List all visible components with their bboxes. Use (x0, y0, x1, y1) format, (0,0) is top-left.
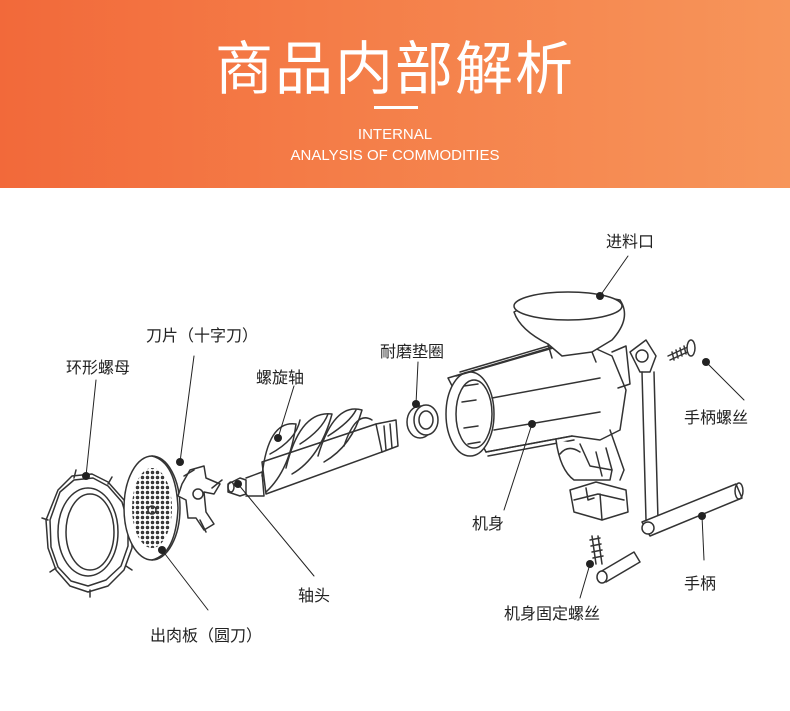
leader-dots (82, 292, 710, 568)
label-handle: 手柄 (684, 574, 717, 593)
shaft-head-part (227, 471, 265, 497)
page-title: 商品内部解析 (214, 35, 575, 103)
label-handle-screw: 手柄螺丝 (684, 408, 749, 427)
screw-shaft-part (261, 408, 399, 495)
label-clamp-screw: 机身固定螺丝 (504, 604, 601, 623)
label-blade: 刀片（十字刀） (146, 326, 259, 345)
label-screw-shaft: 螺旋轴 (256, 368, 305, 387)
cutting-plate-part (123, 455, 181, 561)
clamp-screw-part (589, 535, 641, 584)
label-ring-nut: 环形螺母 (66, 358, 131, 377)
crank-handle-part (629, 339, 744, 537)
title-divider (374, 106, 418, 109)
label-body: 机身 (472, 514, 505, 533)
label-washer: 耐磨垫圈 (380, 342, 445, 361)
label-shaft-head: 轴头 (298, 586, 331, 605)
label-hopper: 进料口 (606, 232, 655, 251)
grinder-body-part (445, 291, 631, 521)
label-plate: 出肉板（圆刀） (150, 626, 263, 645)
cross-blade-part (177, 465, 223, 533)
subtitle-line-1: INTERNAL (357, 126, 433, 143)
subtitle-line-2: ANALYSIS OF COMMODITIES (290, 147, 500, 164)
handle-screw-part (667, 339, 696, 361)
header-banner: 商品内部解析 INTERNAL ANALYSIS OF COMMODITIES (0, 0, 790, 188)
leader-lines (85, 255, 745, 611)
washer-part (406, 404, 439, 439)
ring-nut-part (41, 469, 135, 598)
